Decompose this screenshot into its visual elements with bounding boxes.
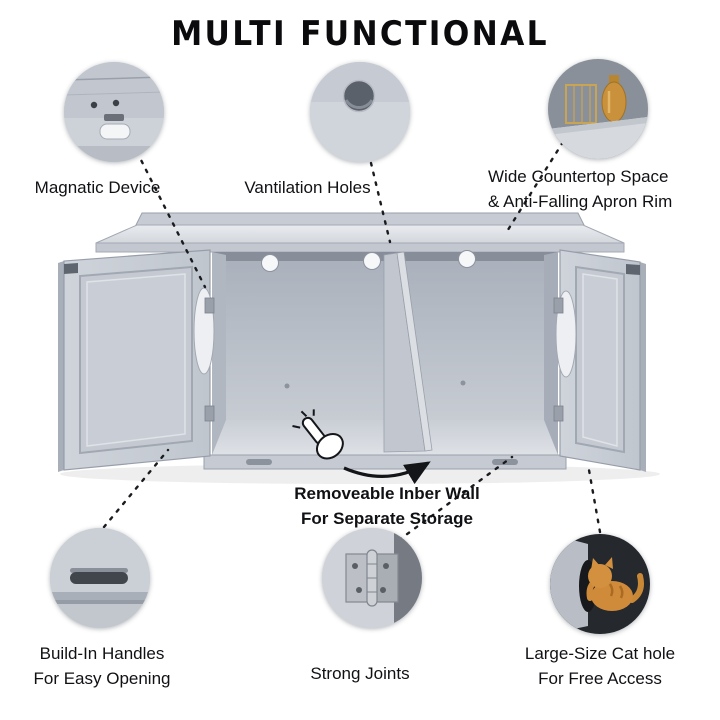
- callout-strong-joints: [322, 528, 422, 628]
- cabinet-top: [95, 212, 625, 253]
- connector-handles: [102, 448, 170, 529]
- countertop-decor-photo: [548, 59, 648, 159]
- curved-arrow-icon: [343, 461, 431, 485]
- recessed-handle-photo: [50, 528, 150, 628]
- callout-countertop: [548, 59, 648, 159]
- right-door-hinge: [553, 297, 564, 314]
- label-handles-line1: Build-In Handles: [39, 644, 165, 663]
- left-door: [58, 249, 215, 472]
- cabinet-interior: [212, 250, 558, 455]
- right-door-hinge: [553, 405, 564, 422]
- label-magnetic-device: Magnatic Device: [34, 178, 161, 197]
- metal-hinge-photo: [322, 528, 422, 628]
- label-cat-hole: Large-Size Cat hole For Free Access: [505, 641, 695, 691]
- right-door: [553, 249, 646, 472]
- interior-screw-mark: [284, 383, 290, 389]
- cat-entering-hole-photo: [550, 534, 650, 634]
- magnetic-catch-photo: [64, 62, 164, 162]
- label-ventilation-holes: Vantilation Holes: [244, 178, 371, 197]
- hand-pointer-icon: [292, 409, 344, 460]
- connector-ventilation: [369, 161, 392, 244]
- left-door-magnet-catch: [64, 263, 78, 274]
- label-built-in-handles: Build-In Handles For Easy Opening: [12, 641, 192, 691]
- left-door-hinge: [204, 405, 215, 422]
- left-door-hinge: [204, 297, 215, 314]
- page-title: MULTI FUNCTIONAL: [171, 14, 549, 54]
- label-handles-line2: For Easy Opening: [33, 669, 171, 688]
- label-countertop: Wide Countertop Space & Anti-Falling Apr…: [488, 164, 716, 214]
- ventilation-holes: [261, 250, 476, 272]
- center-note-line1: Removeable Inber Wall: [294, 484, 480, 503]
- interior-screw-mark: [460, 380, 466, 386]
- label-cat-hole-line1: Large-Size Cat hole: [524, 644, 676, 663]
- vent-hole-photo: [310, 62, 410, 162]
- right-door-magnet-catch: [626, 264, 640, 275]
- label-cat-hole-line2: For Free Access: [538, 669, 662, 688]
- callout-built-in-handles: [50, 528, 150, 628]
- connector-cat-hole: [587, 468, 602, 534]
- callout-ventilation-holes: [310, 62, 410, 162]
- callout-magnetic-device: [64, 62, 164, 162]
- connector-joints: [397, 455, 514, 542]
- center-note-line2: For Separate Storage: [301, 509, 473, 528]
- callout-cat-hole: [550, 534, 650, 634]
- removable-divider-panel: [383, 251, 433, 453]
- label-countertop-line1: Wide Countertop Space: [488, 167, 669, 186]
- center-note: Removeable Inber Wall For Separate Stora…: [272, 481, 502, 531]
- label-strong-joints: Strong Joints: [310, 664, 410, 683]
- label-countertop-line2: & Anti-Falling Apron Rim: [488, 192, 673, 211]
- connector-countertop: [504, 140, 565, 235]
- connector-magnetic: [135, 150, 207, 289]
- cabinet-bottom-rail: [203, 454, 567, 470]
